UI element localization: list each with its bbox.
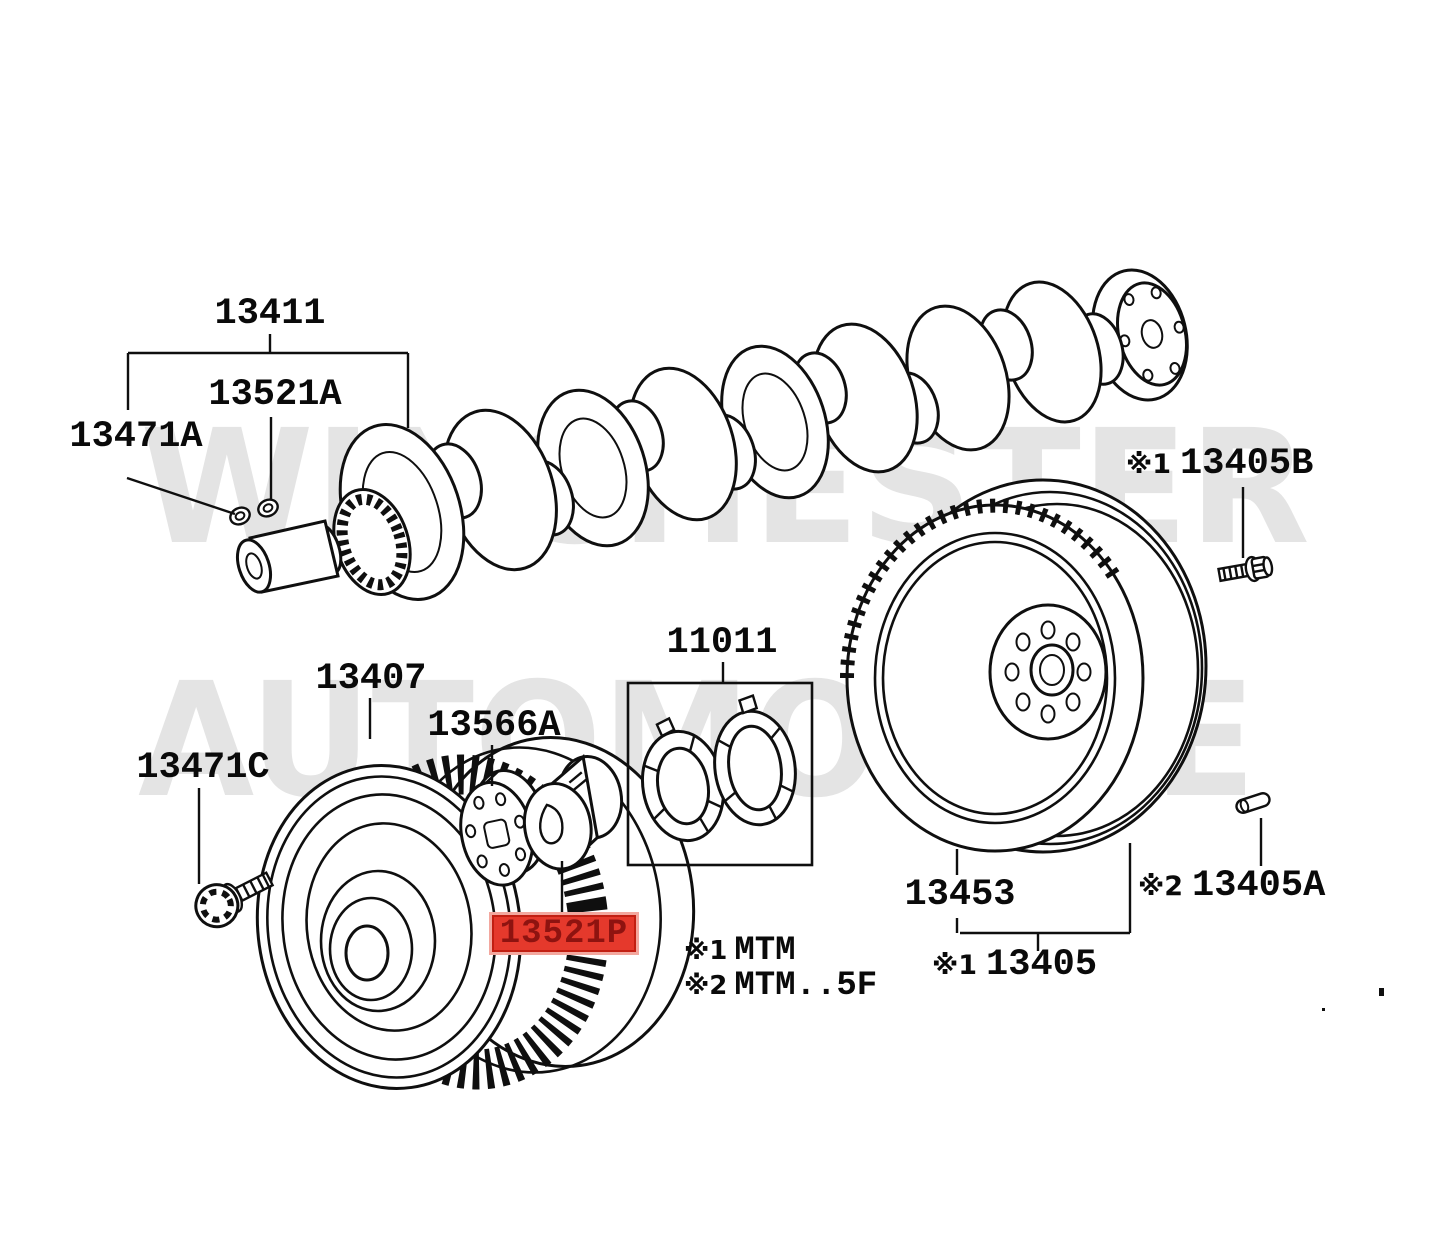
pulley-plate-drawing (459, 768, 547, 887)
label-pulley: 13407 (315, 658, 427, 700)
crankshaft-drawing (235, 268, 1189, 601)
flywheel-set-bolt-drawing (1217, 555, 1274, 583)
label-timing-gear-highlighted: 13521P (492, 914, 636, 953)
key-washers-drawing (229, 498, 279, 526)
flywheel-pin-number: 13405A (1192, 865, 1326, 907)
label-flywheel-bolt: ※1 13405 (932, 946, 1097, 985)
bracket-13411 (126, 351, 410, 428)
label-flywheel-set-bolt: ※1 13405B (1126, 445, 1313, 484)
label-thrust-washer-front: 13471A (69, 416, 203, 458)
leader-lines (126, 334, 1263, 951)
flywheel-set-bolt-number: 13405B (1180, 443, 1314, 485)
timing-gear-number: 13521P (499, 914, 629, 953)
bracket-13405 (960, 843, 1132, 951)
label-flywheel: 13453 (904, 874, 1016, 916)
footnote-1-mark: ※1 (684, 936, 728, 966)
bearing-kit-box (626, 681, 814, 867)
leader-13471A (126, 476, 236, 516)
label-pulley-plate: 13566A (427, 705, 561, 747)
footnote-2-mark: ※2 (684, 971, 728, 1001)
scan-noise (1322, 988, 1384, 1011)
timing-gear-drawing (522, 753, 624, 871)
label-crankshaft-key: 13521A (208, 374, 342, 416)
flywheel-bolt-number: 13405 (986, 944, 1098, 986)
bearing-kit-drawing (626, 681, 814, 867)
ref-mark-1b: ※1 (1126, 449, 1172, 480)
label-crankshaft: 13411 (214, 293, 326, 335)
label-pulley-bolt: 13471C (136, 747, 270, 789)
footnote-2-text: MTM..5F (734, 967, 878, 1005)
label-flywheel-pin: ※2 13405A (1138, 867, 1325, 906)
label-bearing-kit: 11011 (666, 622, 778, 664)
footnote-1-text: MTM (734, 932, 796, 970)
pulley-bolt-drawing (194, 871, 275, 929)
ref-mark-2: ※2 (1138, 871, 1184, 902)
flywheel-pin-drawing (1235, 792, 1271, 814)
ref-mark-1: ※1 (932, 950, 978, 981)
flywheel-drawing (840, 478, 1208, 854)
